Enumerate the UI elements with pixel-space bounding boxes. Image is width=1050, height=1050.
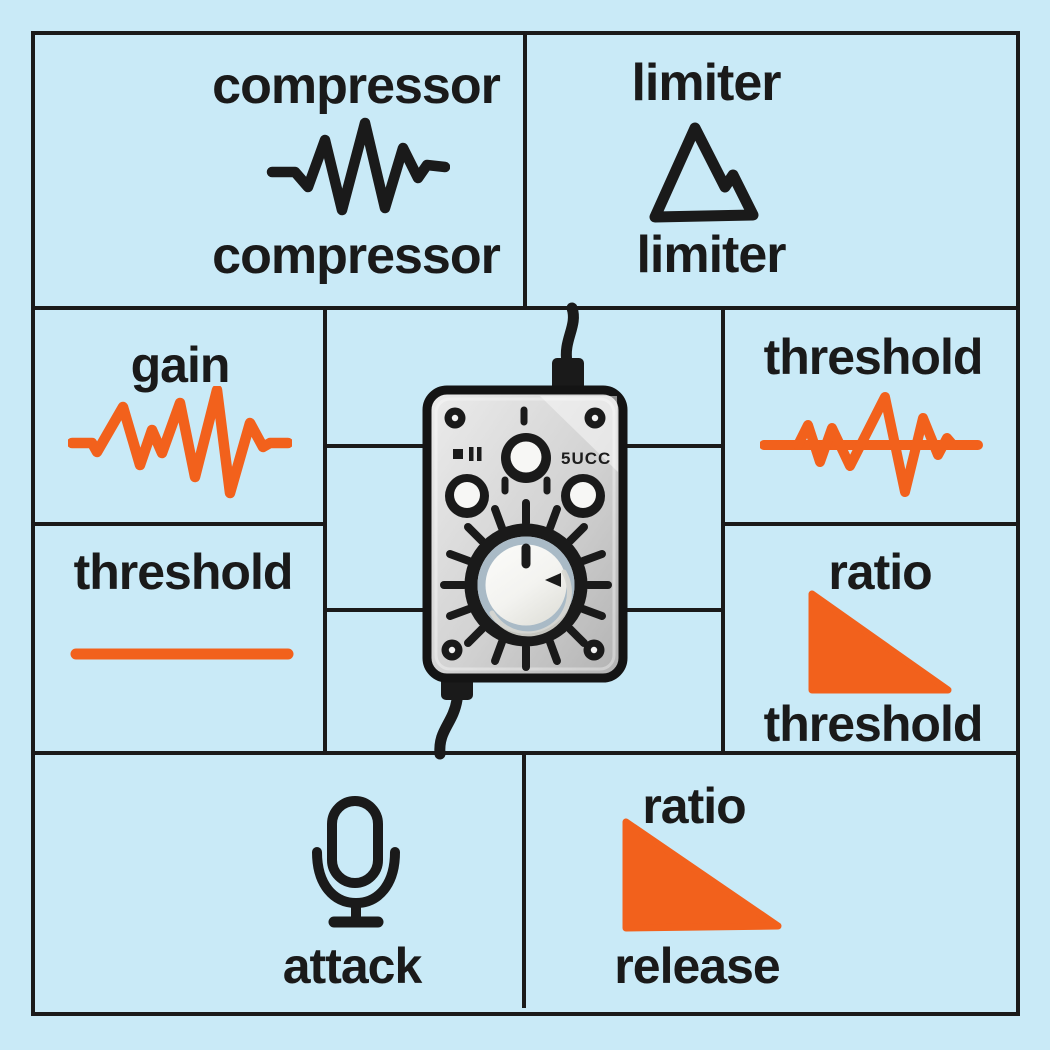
gain-wave-icon [68,386,292,499]
sound-wave-icon [266,117,450,216]
small-right-knob [561,474,605,518]
attack-label: attack [282,938,423,994]
ratio-right-label: ratio [828,544,932,600]
mountain-peak-icon [649,122,759,223]
grid-line-bottom-divider [522,751,526,1008]
grid-line-top-divider [523,31,527,310]
top-cable [560,302,579,368]
grid-line-right-divider [721,522,1016,526]
threshold-wave-icon [760,392,983,497]
small-left-knob [445,474,489,518]
release-label: release [614,938,780,994]
ratio-bottom-label: ratio [642,778,746,834]
level-meter-icon [453,447,482,461]
knob-shading [489,569,572,637]
threshold-left-label: threshold [73,544,294,600]
grid-line-left-column [323,306,327,755]
knob-pointer-arrow [545,573,561,587]
grid-line-left-divider [31,522,327,526]
top-jack [552,358,584,392]
big-knob [440,499,612,671]
threshold-right-label: threshold [763,329,984,385]
panel-text: 5UCC [561,449,611,468]
small-top-knob [501,406,551,495]
grid-line-right-column [721,306,725,755]
microphone-icon [312,796,400,928]
ratio-triangle-icon [808,590,952,694]
big-knob-ticks [440,499,612,671]
gain-label: gain [130,337,231,393]
bottom-cable [434,694,463,760]
threshold-line-icon [70,648,294,660]
corner-screws [441,407,606,661]
limiter-title: limiter [631,54,781,112]
limiter-caption: limiter [636,226,786,284]
compressor-pedal-device: 5UCC [422,302,628,760]
release-triangle-icon [622,818,782,932]
threshold-right-caption: threshold [763,696,984,752]
compressor-caption: compressor [212,227,501,285]
compressor-title: compressor [212,57,501,115]
